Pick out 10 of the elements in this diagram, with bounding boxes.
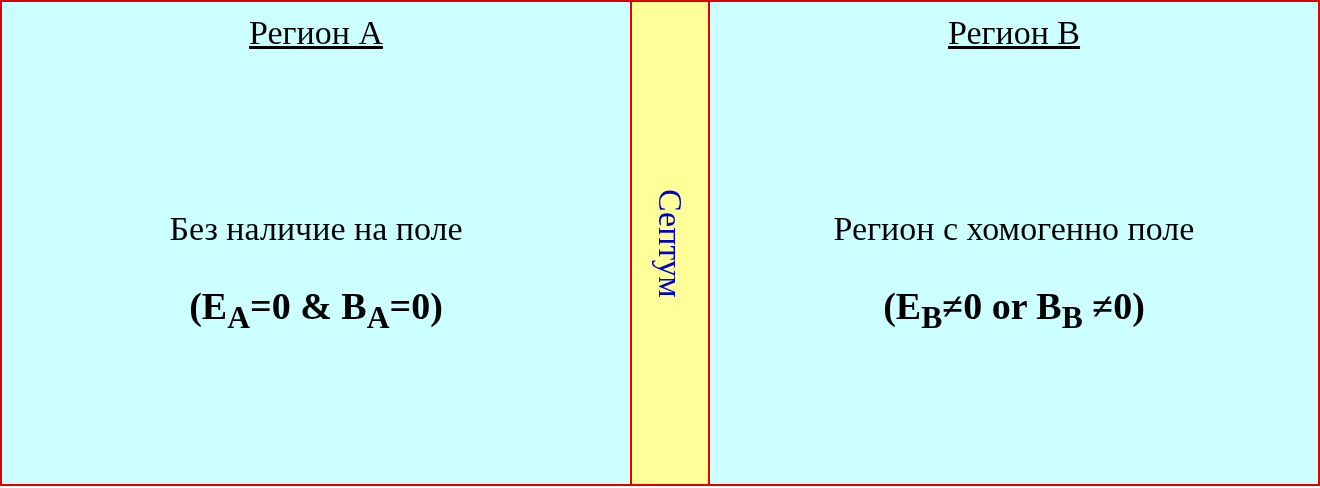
field-formula: (E$_{B}$≠0 or B$_{B}$ ≠0) xyxy=(883,285,1145,327)
septum-label: Септум xyxy=(651,188,689,298)
region-description: Без наличие на поле xyxy=(169,210,463,247)
field-formula: (E$_{A}$=0 & B$_{A}$=0) xyxy=(189,285,443,327)
region-description: Регион с хомогенно поле xyxy=(833,210,1195,247)
region-heading: Регион B xyxy=(947,14,1081,51)
septum-band xyxy=(630,0,710,486)
region-panel xyxy=(0,0,632,486)
region-heading: Регион A xyxy=(249,14,383,51)
region-panel xyxy=(708,0,1320,486)
